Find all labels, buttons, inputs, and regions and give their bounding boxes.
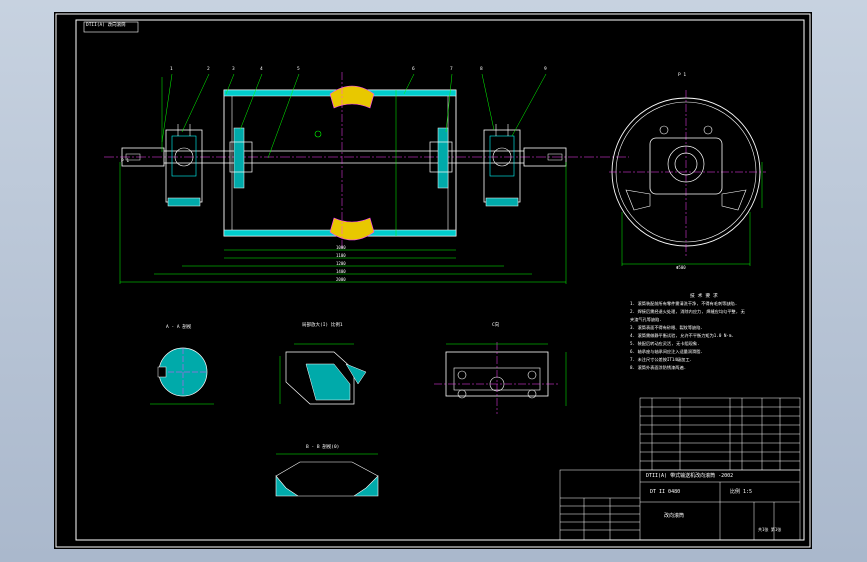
view-c: [434, 342, 567, 414]
balloon-9: 9: [544, 67, 547, 72]
dim-span-2: 1200: [336, 261, 346, 266]
main-dimensions: [119, 77, 567, 284]
bearing-housing-left: [165, 124, 203, 207]
section-bb-label: B - B 剖视(0): [306, 445, 340, 450]
end-disc-right: [437, 127, 449, 189]
shaft-left-end: [121, 147, 165, 167]
note-line: 3. 滚筒表面不得有砂眼、裂纹等缺陷.: [630, 325, 703, 330]
title-block-drawing-no: DT II 0480: [650, 489, 681, 495]
note-line: 夹渣气孔等缺陷.: [630, 317, 662, 322]
side-view-label: P 1: [678, 73, 687, 78]
detail-view-label: 局部放大(I) 比例1: [302, 323, 343, 328]
inner-frame: [75, 19, 805, 541]
keyway-left: [125, 153, 141, 161]
dim-drum-width: 1000: [336, 245, 346, 250]
balloon-2: 2: [207, 67, 210, 72]
title-block-main-title: DTII(A) 带式输送机改向滚筒 -2002: [646, 473, 734, 479]
drawing-sheet: DTII(A) 改向滚筒 P 1 P 1 A - A 剖视 局部放大(I) 比例…: [54, 12, 812, 549]
outer-frame: [55, 13, 811, 548]
balloon-8: 8: [480, 67, 483, 72]
hub-left: [229, 141, 253, 173]
balloon-6: 6: [412, 67, 415, 72]
section-bb-view: [275, 453, 379, 497]
shaft-right-end: [523, 147, 567, 167]
technical-notes: 技 术 要 求 1. 滚筒装配前所有零件需清洗干净, 不得有毛刺等缺陷. 2. …: [630, 292, 810, 382]
balloon-leaders: [161, 73, 547, 159]
note-line: 5. 装配后转动应灵活, 无卡阻现象.: [630, 341, 700, 346]
notes-title: 技 术 要 求: [690, 294, 718, 299]
title-block-sheet: 共1张 第1张: [758, 527, 782, 532]
left-view-mark: P 1: [121, 159, 130, 164]
side-view: [609, 90, 766, 266]
dim-span-1: 1400: [336, 269, 346, 274]
balloon-7: 7: [450, 67, 453, 72]
title-block-part-name: 改向滚筒: [664, 513, 685, 519]
title-block-scale: 比例 1:5: [730, 489, 753, 495]
balloon-3: 3: [232, 67, 235, 72]
end-disc-left: [233, 127, 245, 189]
note-line: 4. 滚筒需做静平衡试验, 允许不平衡力矩为1.0 N·m.: [630, 333, 734, 338]
view-c-label: C向: [492, 323, 500, 328]
note-line: 1. 滚筒装配前所有零件需清洗干净, 不得有毛刺等缺陷.: [630, 301, 738, 306]
hub-right: [429, 141, 453, 173]
balloon-5: 5: [297, 67, 300, 72]
note-line: 6. 轴承座与轴承间应注入适量润滑脂.: [630, 349, 703, 354]
main-view: [104, 72, 629, 284]
dim-overall-length: 2000: [336, 277, 346, 282]
detail-view: [279, 343, 367, 405]
section-aa-view: [150, 347, 214, 405]
note-line: 7. 未注尺寸公差按IT14级加工.: [630, 357, 693, 362]
dim-diameter: Φ500: [676, 265, 686, 270]
keyway-right: [547, 153, 563, 161]
parts-list: [639, 397, 801, 471]
stamp-label: DTII(A) 改向滚筒: [86, 23, 126, 28]
stamp-box: [83, 21, 139, 33]
note-line: 8. 滚筒外表面涂防锈漆两遍.: [630, 365, 687, 370]
lagging-detail-bottom: [329, 217, 375, 241]
bearing-housing-right: [483, 124, 521, 207]
balloon-4: 4: [260, 67, 263, 72]
section-aa-label: A - A 剖视: [166, 325, 192, 330]
dim-span-3: 1100: [336, 253, 346, 258]
cad-drawing: [55, 13, 811, 548]
note-line: 2. 焊接后需经退火处理, 消除内应力, 焊缝应均匀平整, 无: [630, 309, 745, 314]
title-block: [559, 469, 801, 541]
lagging-detail-top: [329, 85, 375, 109]
balloon-1: 1: [170, 67, 173, 72]
